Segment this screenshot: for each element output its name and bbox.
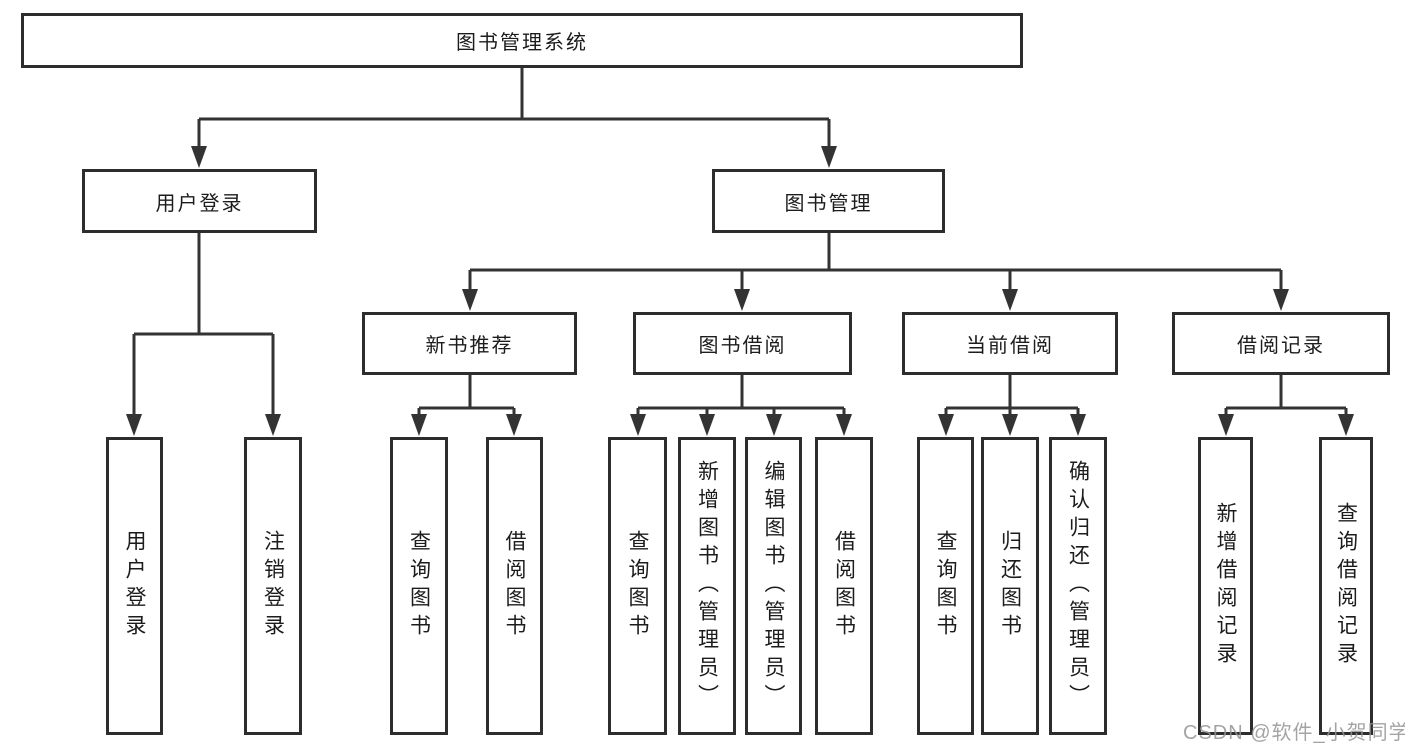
connector-book-borrowing (630, 375, 852, 436)
node-root-label: 图书管理系统 (456, 32, 588, 54)
leaf-query-books-recommend-label: 查询图书 (407, 530, 431, 642)
watermark: CSDN @软件_小贺同学 (1183, 722, 1405, 744)
leaf-return-books: 归还图书 (981, 437, 1039, 735)
leaf-edit-book-admin: 编辑图书（管理员） (745, 437, 802, 735)
leaf-query-books-borrowing-label: 查询图书 (626, 530, 649, 642)
leaf-edit-book-admin-label: 编辑图书（管理员） (762, 460, 785, 712)
leaf-add-book-admin: 新增图书（管理员） (678, 437, 736, 735)
leaf-query-books-recommend: 查询图书 (390, 437, 448, 735)
connector-current-borrowing (938, 375, 1086, 436)
leaf-borrow-books-recommend: 借阅图书 (486, 437, 543, 735)
connector-new-book-recommend (411, 375, 522, 436)
node-current-borrowing: 当前借阅 (902, 312, 1118, 375)
connector-book-management (462, 233, 1289, 311)
leaf-logout: 注销登录 (244, 437, 302, 735)
node-book-management: 图书管理 (712, 169, 945, 233)
node-current-borrowing-label: 当前借阅 (966, 335, 1054, 357)
leaf-logout-label: 注销登录 (261, 530, 285, 642)
leaf-borrow-books-recommend-label: 借阅图书 (503, 530, 526, 642)
node-book-management-label: 图书管理 (784, 192, 873, 215)
leaf-confirm-return-admin-label: 确认归还（管理员） (1066, 460, 1090, 712)
node-root: 图书管理系统 (21, 13, 1023, 68)
node-book-borrowing: 图书借阅 (633, 312, 852, 375)
node-new-book-recommend: 新书推荐 (362, 312, 577, 375)
leaf-confirm-return-admin: 确认归还（管理员） (1049, 437, 1107, 735)
leaf-query-borrow-record-label: 查询借阅记录 (1334, 502, 1358, 670)
leaf-user-login-label: 用户登录 (123, 530, 146, 642)
connector-user-login (126, 233, 281, 436)
node-borrowing-records-label: 借阅记录 (1237, 335, 1325, 357)
node-book-borrowing-label: 图书借阅 (698, 335, 787, 357)
leaf-query-books-current-label: 查询图书 (934, 530, 957, 642)
leaf-add-borrow-record: 新增借阅记录 (1198, 437, 1253, 735)
leaf-user-login: 用户登录 (106, 437, 163, 735)
leaf-borrow-books-label: 借阅图书 (832, 530, 856, 642)
leaf-borrow-books: 借阅图书 (815, 437, 873, 735)
connector-borrowing-records (1218, 375, 1354, 436)
leaf-add-book-admin-label: 新增图书（管理员） (695, 460, 719, 712)
leaf-query-books-borrowing: 查询图书 (608, 437, 667, 735)
connector-root (191, 68, 837, 168)
node-new-book-recommend-label: 新书推荐 (425, 335, 514, 357)
leaf-query-borrow-record: 查询借阅记录 (1319, 437, 1373, 735)
node-user-login-label: 用户登录 (155, 192, 244, 215)
leaf-add-borrow-record-label: 新增借阅记录 (1214, 502, 1237, 670)
node-user-login: 用户登录 (82, 169, 317, 233)
leaf-return-books-label: 归还图书 (998, 530, 1022, 642)
node-borrowing-records: 借阅记录 (1172, 312, 1390, 375)
leaf-query-books-current: 查询图书 (917, 437, 974, 735)
